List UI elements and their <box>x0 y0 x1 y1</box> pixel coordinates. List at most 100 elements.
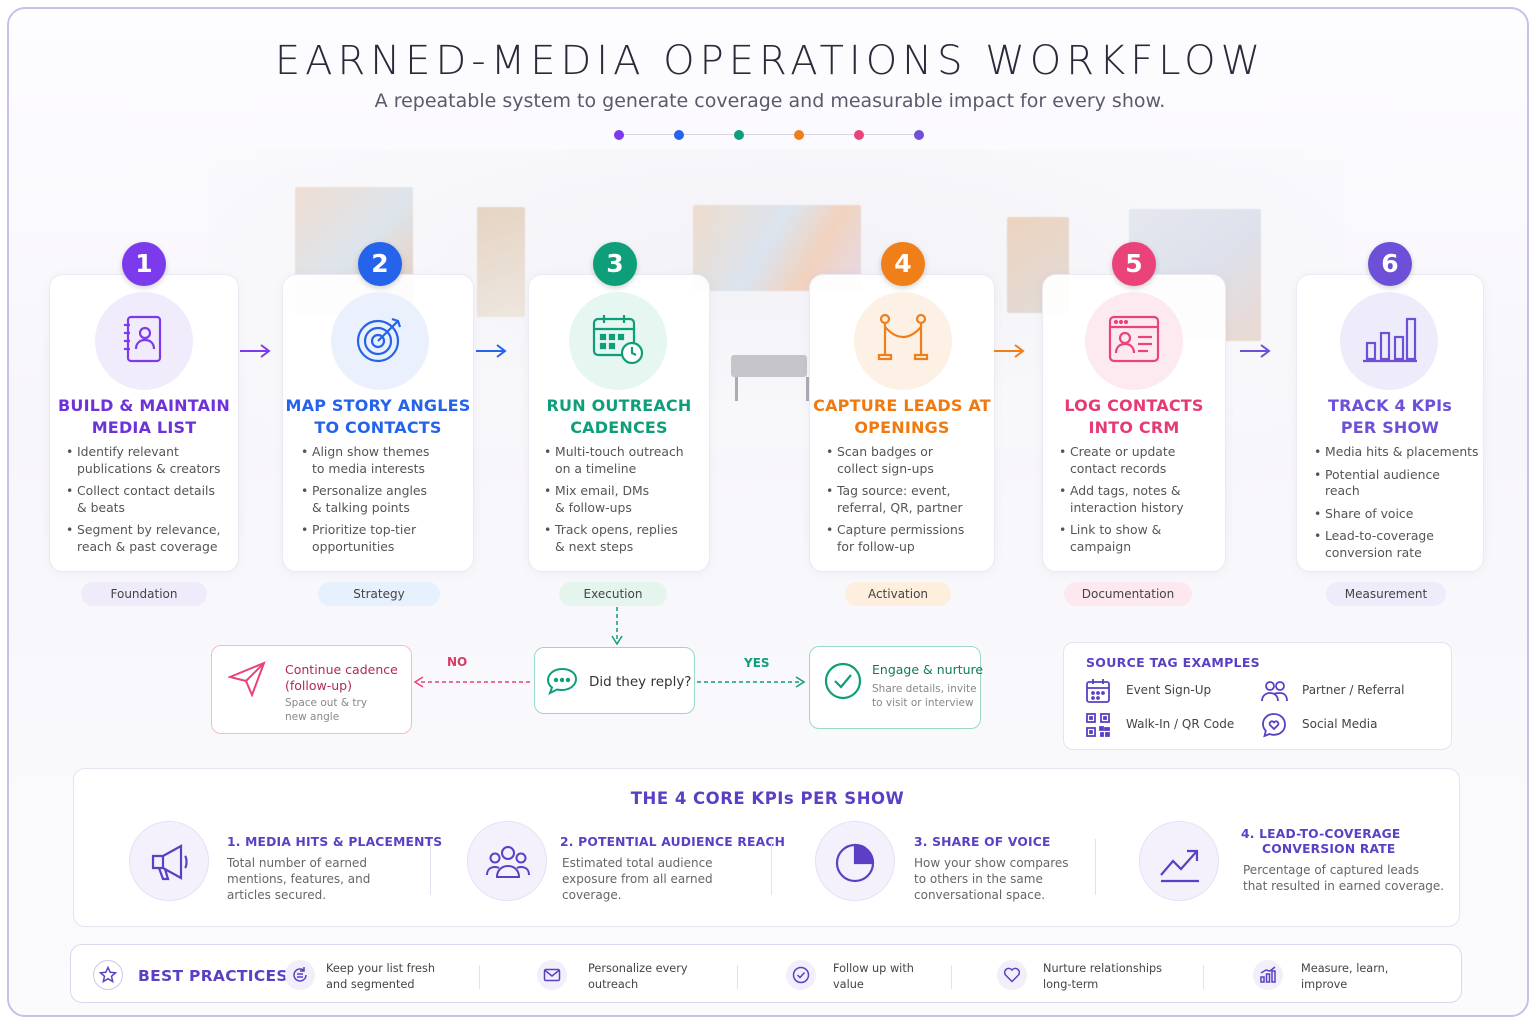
calendar-icon <box>1086 679 1110 703</box>
core-kpis-panel: THE 4 CORE KPIs PER SHOW 1. MEDIA HITS &… <box>73 768 1460 927</box>
star-icon <box>93 960 123 990</box>
step-tag-4: Activation <box>845 582 951 606</box>
bar-chart-icon <box>1340 292 1438 390</box>
list-item: Track opens, replies& next steps <box>544 522 710 555</box>
list-item: Share of voice <box>1314 506 1482 523</box>
source-tag-social: Social Media <box>1262 713 1377 738</box>
engage-nurture-title: Engage & nurture <box>872 662 984 677</box>
chat-bubble-icon <box>546 667 578 696</box>
step-number-2: 2 <box>358 242 402 286</box>
audience-group-icon <box>467 821 547 901</box>
step-number-4: 4 <box>881 242 925 286</box>
envelope-icon <box>537 960 567 990</box>
continue-cadence-title: Continue cadence(follow-up) <box>285 662 398 693</box>
contact-book-icon <box>95 292 193 390</box>
source-tag-examples: SOURCE TAG EXAMPLES Event Sign-Up Partne… <box>1063 642 1452 750</box>
check-circle-icon <box>786 960 816 990</box>
arrow-right-icon <box>240 344 271 358</box>
page-subtitle: A repeatable system to generate coverage… <box>374 90 1166 112</box>
list-item: Collect contact details& beats <box>66 483 236 516</box>
best-practices-title: BEST PRACTICES <box>138 967 288 985</box>
paper-plane-icon <box>228 661 266 697</box>
step-tag-2: Strategy <box>318 582 440 606</box>
kpi-title-2: 2. POTENTIAL AUDIENCE REACH <box>560 835 786 849</box>
refresh-list-icon <box>285 960 315 990</box>
step-number-5: 5 <box>1112 242 1156 286</box>
page-title: EARNED-MEDIA OPERATIONS WORKFLOW <box>274 38 1266 84</box>
trend-up-icon <box>1139 821 1219 901</box>
engage-nurture-box <box>809 646 981 729</box>
best-practice-5: Measure, learn,improve <box>1301 962 1389 991</box>
arrow-right-icon <box>994 344 1025 358</box>
no-label: NO <box>447 655 468 669</box>
step-tag-3: Execution <box>559 582 667 606</box>
kpi-title-3: 3. SHARE OF VOICE <box>914 835 1051 849</box>
megaphone-icon <box>129 821 209 901</box>
list-item: Media hits & placements <box>1314 444 1482 461</box>
crm-window-icon <box>1085 292 1183 390</box>
kpi-heading: THE 4 CORE KPIs PER SHOW <box>630 789 905 808</box>
step-number-1: 1 <box>122 242 166 286</box>
step-bullets-6: Media hits & placements Potential audien… <box>1314 444 1482 567</box>
yes-label: YES <box>744 656 770 670</box>
source-tag-title: SOURCE TAG EXAMPLES <box>1086 655 1260 670</box>
source-tag-event: Event Sign-Up <box>1086 679 1211 703</box>
heart-icon <box>997 960 1027 990</box>
kpi-title-1: 1. MEDIA HITS & PLACEMENTS <box>227 835 443 849</box>
qr-code-icon <box>1086 713 1110 737</box>
growth-chart-icon <box>1253 960 1283 990</box>
continue-cadence-box <box>211 645 412 734</box>
target-icon <box>331 292 429 390</box>
source-tag-partner: Partner / Referral <box>1261 681 1404 702</box>
check-circle-icon <box>824 662 862 700</box>
color-dots <box>614 130 924 140</box>
step-number-3: 3 <box>593 242 637 286</box>
step-tag-6: Measurement <box>1326 582 1446 606</box>
arrow-right-icon <box>1240 344 1271 358</box>
pie-chart-icon <box>815 821 895 901</box>
list-item: Tag source: event,referral, QR, partner <box>826 483 994 516</box>
list-item: Link to show &campaign <box>1059 522 1225 555</box>
gallery-bench <box>731 355 809 401</box>
step-tag-1: Foundation <box>81 582 207 606</box>
people-icon <box>1261 681 1288 702</box>
list-item: Personalize angles& talking points <box>301 483 471 516</box>
source-tag-walkin: Walk-In / QR Code <box>1086 713 1234 737</box>
list-item: Segment by relevance,reach & past covera… <box>66 522 236 555</box>
list-item: Mix email, DMs& follow-ups <box>544 483 710 516</box>
calendar-clock-icon <box>569 292 667 390</box>
step-tag-5: Documentation <box>1064 582 1192 606</box>
social-heart-icon <box>1262 713 1286 738</box>
decision-question: Did they reply? <box>589 674 692 690</box>
arrow-right-icon <box>476 344 507 358</box>
